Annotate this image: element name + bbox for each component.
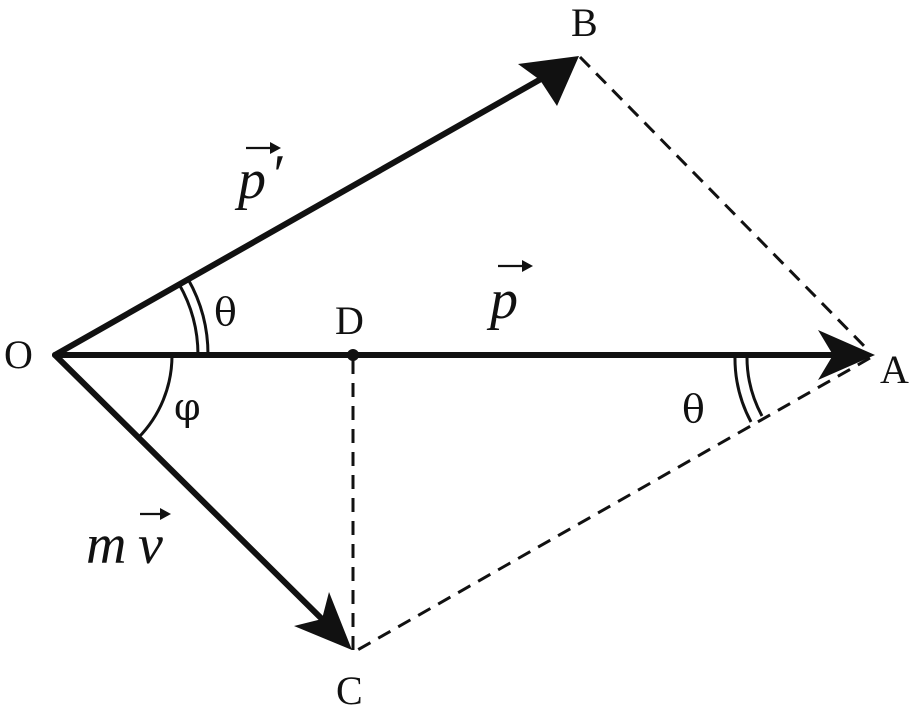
angle-arc-theta-O-outer xyxy=(186,278,210,356)
vector-p-prime-arrowhead xyxy=(518,56,579,106)
dashed-line-A-C xyxy=(353,356,871,654)
vector-label-p-text: p xyxy=(486,269,518,331)
vector-p-prime-shaft xyxy=(52,72,551,358)
point-label-C: C xyxy=(336,668,363,710)
vector-label-p-prime-letter: p xyxy=(234,149,266,211)
angle-label-theta-O: θ xyxy=(214,290,237,334)
vector-label-mv-m: m xyxy=(86,514,126,576)
vector-label-mv-v: v xyxy=(138,514,163,576)
vector-mv-shaft xyxy=(52,352,333,630)
vec-overarrow-p-prime-head xyxy=(270,142,281,154)
vector-label-p-prime-mark: ′ xyxy=(270,144,283,206)
angle-arc-theta-O-inner xyxy=(177,283,200,356)
vector-mv-arrowhead xyxy=(294,592,352,650)
point-label-A: A xyxy=(880,347,909,392)
angle-arc-theta-A-inner xyxy=(733,354,753,423)
point-label-O: O xyxy=(4,332,33,377)
angle-label-theta-A: θ xyxy=(682,387,705,431)
vec-overarrow-v-head xyxy=(160,508,171,520)
vector-label-p-prime: p ′ xyxy=(234,142,283,211)
point-label-D: D xyxy=(335,298,364,343)
vec-overarrow-p-head xyxy=(522,260,533,272)
angle-arc-theta-A-outer xyxy=(745,354,764,417)
vector-p-arrowhead xyxy=(818,330,875,380)
angle-label-phi-O: φ xyxy=(174,385,201,429)
vector-label-p: p xyxy=(486,260,533,331)
angle-arc-phi-O xyxy=(136,354,174,440)
point-D-dot xyxy=(347,349,359,361)
vector-label-mv: m v xyxy=(86,508,171,576)
dashed-line-B-A xyxy=(578,55,872,354)
point-label-B: B xyxy=(571,0,598,45)
